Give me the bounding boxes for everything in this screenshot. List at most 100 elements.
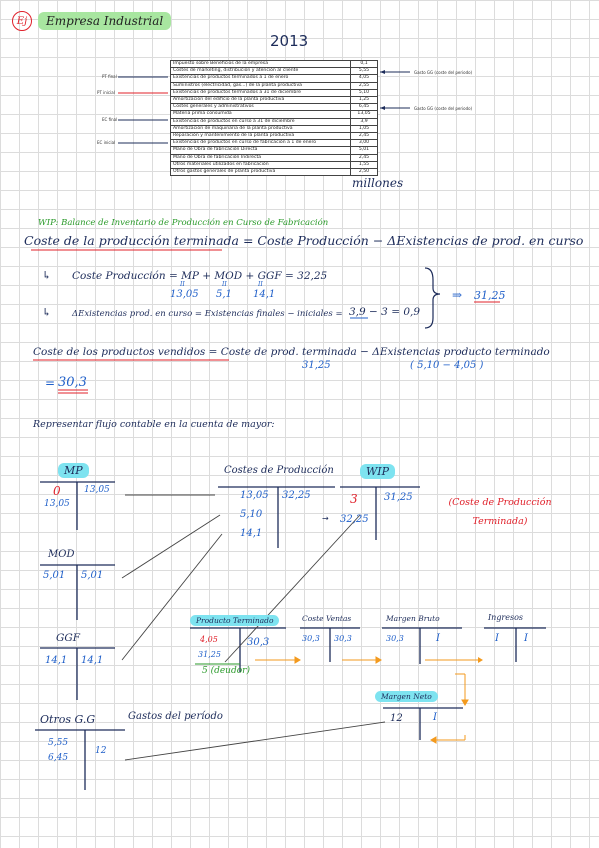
wip-heading: WIP: Balance de Inventario de Producción… xyxy=(38,218,329,228)
table-row: Amortización de maquinaria de la planta … xyxy=(170,124,378,134)
cp-debit-1: 13,05 xyxy=(240,490,269,501)
side-label-pt-final: PT final xyxy=(102,74,117,79)
page-title: Empresa Industrial xyxy=(38,12,172,30)
ledger-heading: Representar flujo contable en la cuenta … xyxy=(33,419,275,430)
wip-acc-credit: 31,25 xyxy=(384,492,413,503)
table-row-value: 3,00 xyxy=(350,139,378,148)
otros-debit-2: 6,45 xyxy=(48,753,69,763)
wip-arrow-2: ↳ xyxy=(42,306,52,319)
table-row-label: Materia prima consumida xyxy=(170,110,351,119)
mp-debit-1: 0 xyxy=(53,484,61,498)
table-row-label: Existencias de productos terminados a 31… xyxy=(170,88,351,98)
table-row-value: 5,55 xyxy=(350,67,378,76)
table-row: Existencias de productos terminados a 31… xyxy=(170,88,378,98)
ggf-debit: 14,1 xyxy=(45,655,68,666)
table-row-value: 1,25 xyxy=(350,96,378,105)
table-row: Existencias de productos en curso a 31 d… xyxy=(170,117,378,126)
table-row: Existencias de productos terminados a 1 … xyxy=(170,74,378,83)
table-row: Reparación y mantenimiento de la planta … xyxy=(170,132,378,141)
mp-debit-2: 13,05 xyxy=(44,499,70,509)
ing-title: Ingresos xyxy=(488,613,524,622)
table-row-label: Otros gastos generales de planta product… xyxy=(170,168,351,177)
ggf-credit: 14,1 xyxy=(81,655,104,666)
ing-debit: I xyxy=(495,633,499,644)
table-row-label: Mano de Obra de fabricación Indirecta xyxy=(170,153,351,162)
table-row: Otros materiales utilizados en fabricaci… xyxy=(170,160,378,170)
side-label-pt-inicial: PT inicial xyxy=(97,90,115,95)
cpv-sub-1: 31,25 xyxy=(302,360,331,371)
mn-debit: 12 xyxy=(390,713,403,724)
table-row-label: Suministros (electricidad, gas...) de la… xyxy=(170,81,351,90)
table-row-label: Otros materiales utilizados en fabricaci… xyxy=(170,160,351,170)
delta-values: 3,9 − 3 = 0,9 xyxy=(349,306,421,318)
cv-title: Coste Ventas xyxy=(302,614,352,623)
table-row-value: 3,9 xyxy=(350,117,378,126)
table-row-value: 13,05 xyxy=(350,110,378,119)
mod-value: 5,1 xyxy=(216,289,232,300)
delta-formula: ΔExistencias prod. en curso = Existencia… xyxy=(72,309,343,319)
table-row-value: 5,01 xyxy=(350,146,378,155)
table-row: Otros gastos generales de planta product… xyxy=(170,168,378,177)
table-year: 2013 xyxy=(270,32,309,50)
wip-acc-title: WIP xyxy=(360,464,396,479)
side-label-ec-inicial: EC inicial xyxy=(97,140,116,145)
ggf-title: GGF xyxy=(56,632,81,644)
exercise-marker: Ej xyxy=(12,11,32,31)
mn-title: Margen Neto xyxy=(375,691,438,702)
table-row-value: 5,10 xyxy=(350,88,378,98)
ing-credit: I xyxy=(524,633,528,644)
side-label-gasto-2: Gasto GG (coste del periodo) xyxy=(414,106,473,111)
pt-debit-2: 31,25 xyxy=(198,650,221,659)
table-row-value: 1,05 xyxy=(350,124,378,134)
table-row-label: Impuesto sobre Beneficios de la empresa xyxy=(170,59,351,69)
wip-arrow-1: ↳ xyxy=(42,269,52,282)
table-row-label: Existencias de productos en curso de fab… xyxy=(170,139,351,148)
eq-mark-mp: II xyxy=(180,281,185,288)
mp-credit: 13,05 xyxy=(84,485,110,495)
otros-title: Otros G.G xyxy=(40,713,96,726)
wip-formula: Coste de la producción terminada = Coste… xyxy=(24,233,584,248)
wip-acc-debit: 3 xyxy=(350,492,358,506)
otros-note: Gastos del período xyxy=(128,711,223,722)
eq-mark-ggf: II xyxy=(258,281,263,288)
cpv-result: 30,3 xyxy=(58,375,87,390)
wip-result: 31,25 xyxy=(474,289,506,302)
table-row: Costes de marketing, distribución y aten… xyxy=(170,67,378,76)
cv-credit: 30,3 xyxy=(334,634,352,643)
pt-debit-1: 4,05 xyxy=(200,635,218,644)
pt-saldo: 5 (deudor) xyxy=(202,666,250,676)
mb-debit: 30,3 xyxy=(386,634,404,643)
table-row-value: 1,55 xyxy=(350,160,378,170)
table-row-value: 4,05 xyxy=(350,74,378,83)
wip-acc-arrow: → xyxy=(322,514,329,523)
otros-debit-1: 5,55 xyxy=(48,738,69,748)
table-row: Amortización del edificio de la planta p… xyxy=(170,96,378,105)
pt-credit: 30,3 xyxy=(247,637,270,648)
mod-title: MOD xyxy=(48,549,75,560)
table-row-value: 2,45 xyxy=(350,132,378,141)
table-row-label: Existencias de productos en curso a 31 d… xyxy=(170,117,351,126)
table-row-value: 2,55 xyxy=(350,81,378,90)
table-row-label: Amortización de maquinaria de la planta … xyxy=(170,124,351,134)
table-row-label: Costes de marketing, distribución y aten… xyxy=(170,67,351,76)
side-label-ec-final: EC final xyxy=(102,117,118,122)
pt-title: Producto Terminado xyxy=(190,615,280,626)
mp-value: 13,05 xyxy=(170,289,199,300)
cp-credit: 32,25 xyxy=(282,490,311,501)
side-label-gasto-1: Gasto GG (coste del periodo) xyxy=(414,70,473,75)
table-unit: millones xyxy=(352,176,404,190)
wip-acc-debit-total: 32,25 xyxy=(340,514,369,525)
cpv-formula: Coste de los productos vendidos = Coste … xyxy=(33,346,550,358)
table-row-label: Amortización del edificio de la planta p… xyxy=(170,96,351,105)
table-row-label: Existencias de productos terminados a 1 … xyxy=(170,74,351,83)
cpv-sub-2: ( 5,10 − 4,05 ) xyxy=(410,360,484,371)
implies-arrow: ⇒ xyxy=(452,288,463,302)
cp-formula: Coste Producción = MP + MOD + GGF = 32,2… xyxy=(72,270,328,282)
mp-title: MP xyxy=(58,463,89,478)
